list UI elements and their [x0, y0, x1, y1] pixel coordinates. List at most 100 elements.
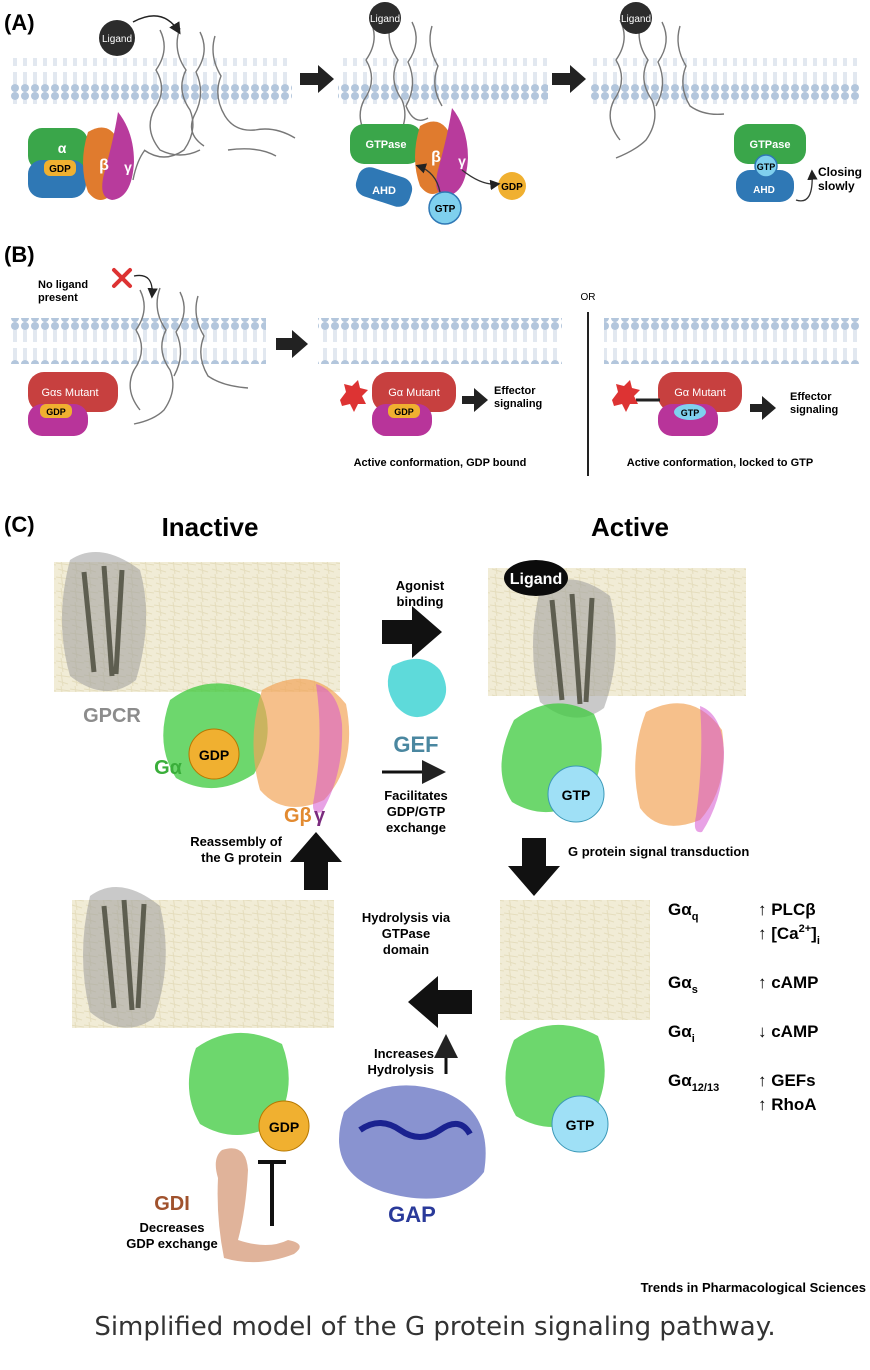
effector-outcome: ↑ cAMP: [758, 973, 818, 992]
arrow-right-icon: [462, 388, 488, 412]
ligand-icon: [99, 20, 135, 56]
gamma-label: γ: [124, 159, 132, 175]
gdp-label: GDP: [199, 747, 229, 763]
panel-c-membranes: [54, 562, 746, 1028]
transduction-label: G protein signal transduction: [568, 844, 749, 859]
arrow-left-icon: [408, 976, 472, 1028]
effector-outcome: ↑ [Ca2+]i: [758, 923, 820, 947]
galpha-subtype-label: Gα12/13: [668, 1071, 719, 1094]
galpha-subtype-label: Gαs: [668, 973, 698, 996]
gdp-label: GDP: [46, 407, 66, 417]
ga-mutant-gdp: [340, 372, 456, 436]
arrow-up-icon: [290, 832, 342, 890]
gdp-label: GDP: [269, 1119, 299, 1135]
gpcr-structure: [132, 27, 296, 181]
mutant-label: Gα Mutant: [674, 387, 726, 399]
mutant-label: Gαs Mutant: [41, 387, 98, 399]
heterotrimer-inactive: [163, 678, 350, 813]
beta-label: β: [99, 157, 109, 174]
gdp-circle: [258, 1100, 310, 1152]
gtp-circle: [551, 1095, 609, 1153]
galpha-closing: [734, 124, 806, 202]
gbeta-label: Gβ: [284, 805, 312, 827]
arrow-right-icon: [382, 606, 442, 658]
gamma-label: γ: [458, 153, 466, 169]
active-complex: [501, 560, 724, 833]
caption-gtp-locked: Active conformation, locked to GTP: [627, 457, 813, 469]
panel-b-label: (B): [4, 242, 35, 267]
gtp-label: GTP: [435, 204, 456, 215]
arrow-right-icon: [750, 396, 776, 420]
gtp-label: GTP: [562, 787, 591, 803]
gtp-label: GTP: [681, 408, 700, 418]
caption-gdp-bound: Active conformation, GDP bound: [354, 457, 527, 469]
panel-a-membranes: [10, 58, 860, 104]
mutant-label: Gα Mutant: [388, 387, 440, 399]
arrow-right-icon: [276, 330, 308, 358]
galpha-subtype-label: Gαi: [668, 1022, 695, 1045]
panel-a-label: (A): [4, 10, 35, 35]
ligand-label: Ligand: [102, 34, 132, 45]
ggamma-label: γ: [314, 805, 326, 827]
gtpase-label: GTPase: [750, 139, 791, 151]
gdi-inhibition: [258, 1160, 286, 1226]
effector-outcome: ↓ cAMP: [758, 1022, 818, 1041]
gpcr-structure: [609, 17, 725, 159]
gdp-label: GDP: [501, 182, 523, 193]
active-title: Active: [591, 512, 669, 542]
gpcr-structure: [129, 287, 249, 425]
ligand-icon: [620, 2, 652, 34]
galpha-gdp: [188, 1032, 289, 1135]
ligand-icon: [369, 2, 401, 34]
figure-caption: Simplified model of the G protein signal…: [94, 1312, 776, 1342]
no-ligand-x-icon: [112, 268, 132, 288]
gas-mutant-gdp: [28, 372, 118, 436]
gtpase-label: GTPase: [366, 139, 407, 151]
panel-b-membranes: [10, 318, 860, 364]
ga-mutant-gtp: [612, 372, 742, 436]
galpha-label: Gα: [154, 757, 183, 779]
galpha-subtype-label: Gαq: [668, 900, 698, 923]
gtp-label: GTP: [757, 162, 776, 172]
or-label: OR: [581, 292, 596, 303]
gpcr-structure: [359, 17, 443, 141]
ligand-label: Ligand: [621, 14, 651, 25]
arrow-right-icon: [300, 65, 334, 93]
gef-label: GEF: [393, 732, 438, 757]
gpcr-label: GPCR: [83, 705, 141, 727]
gdp-label: GDP: [49, 164, 71, 175]
gpcr-structure: [62, 552, 616, 1028]
panel-c-label: (C): [4, 512, 35, 537]
gdi-structure: [215, 1148, 300, 1263]
ahd-label: AHD: [372, 185, 396, 197]
effector-outcome: ↑ PLCβ: [758, 900, 816, 919]
gdp-label: GDP: [394, 407, 414, 417]
arrow-down-icon: [508, 838, 560, 896]
effector-outcome: ↑ RhoA: [758, 1095, 817, 1114]
ligand-label: Ligand: [510, 571, 562, 588]
ahd-label: AHD: [753, 185, 775, 196]
journal-credit: Trends in Pharmacological Sciences: [641, 1280, 866, 1295]
gef-structure: [387, 658, 447, 718]
arrow-right-icon: [552, 65, 586, 93]
gap-structure: [339, 1085, 486, 1199]
ligand-label: Ligand: [370, 14, 400, 25]
alpha-label: α: [58, 140, 67, 156]
inactive-title: Inactive: [162, 512, 259, 542]
gap-label: GAP: [388, 1202, 436, 1227]
heterotrimer-inactive: [28, 112, 134, 200]
heterotrimer-exchange: [350, 108, 526, 225]
beta-label: β: [431, 149, 441, 166]
gdi-label: GDI: [154, 1193, 190, 1215]
